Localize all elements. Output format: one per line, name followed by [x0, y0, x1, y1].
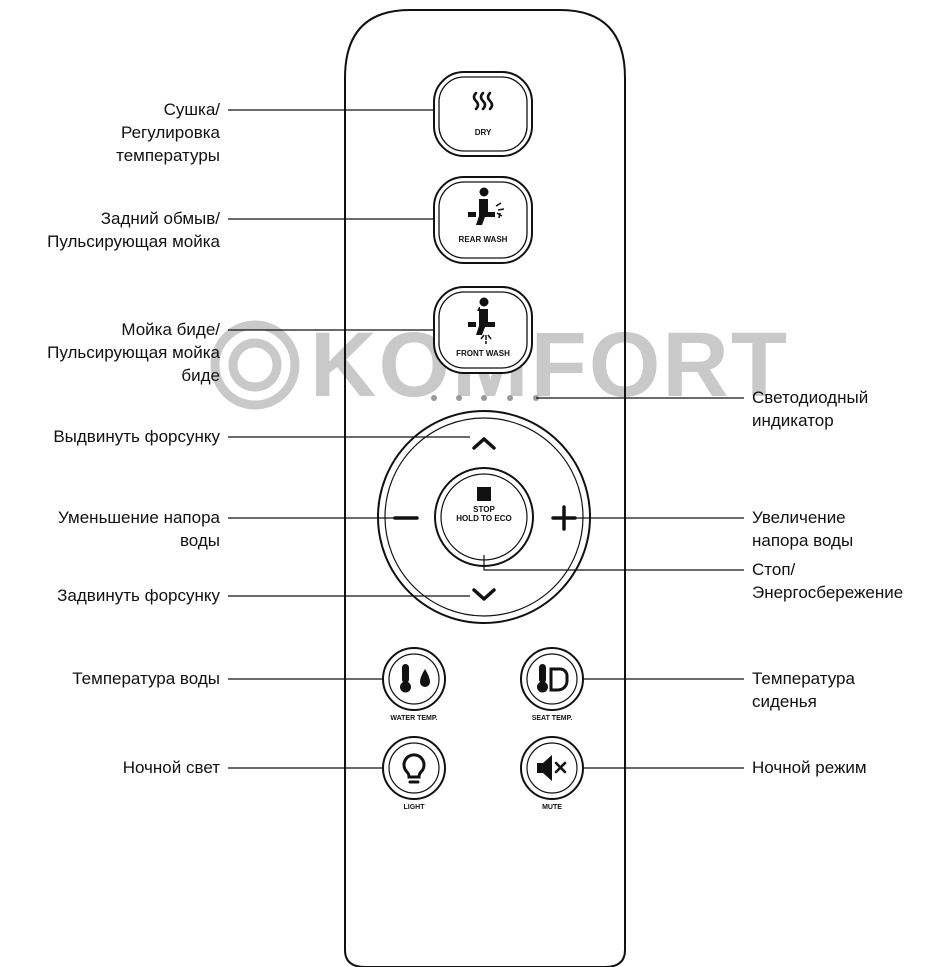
plus-icon	[551, 505, 577, 531]
label-pressure-up: Увеличение напора воды	[752, 506, 853, 552]
speaker-mute-icon	[537, 755, 567, 781]
led-dot	[456, 395, 462, 401]
front-wash-button[interactable]	[433, 286, 533, 374]
rear-wash-caption: REAR WASH	[458, 235, 508, 244]
dry-button[interactable]	[433, 71, 533, 157]
nozzle-out-button[interactable]	[472, 437, 496, 450]
hold-to-eco-caption: HOLD TO ECO	[456, 514, 512, 523]
label-line: напора воды	[752, 531, 854, 550]
label-rear-wash: Задний обмыв/ Пульсирующая мойка	[47, 207, 220, 253]
thermometer-seat-icon	[537, 664, 569, 693]
label-line: Задвинуть форсунку	[57, 586, 220, 605]
front-wash-person-icon	[468, 297, 495, 344]
label-line: Уменьшение напора	[58, 508, 220, 527]
label-line: Температура	[752, 669, 855, 688]
label-seat-temp: Температура сиденья	[752, 667, 855, 713]
watermark-ring-icon	[210, 320, 300, 410]
led-dot	[507, 395, 513, 401]
label-dry: Сушка/ Регулировка температуры	[116, 98, 220, 167]
label-line: воды	[179, 531, 220, 550]
label-line: Ночной режим	[752, 758, 867, 777]
front-wash-caption: FRONT WASH	[456, 349, 510, 358]
stop-square-icon	[477, 487, 491, 501]
mute-caption: MUTE	[542, 804, 562, 811]
rear-wash-button[interactable]	[433, 176, 533, 264]
label-line: Энергосбережение	[752, 583, 904, 602]
light-button[interactable]	[382, 736, 446, 800]
stop-caption: STOP	[473, 505, 495, 514]
label-nozzle-out: Выдвинуть форсунку	[53, 425, 220, 448]
chevron-up-icon	[472, 437, 496, 450]
heat-waves-icon	[472, 91, 494, 111]
label-line: Увеличение	[752, 508, 846, 527]
label-line: биде	[181, 366, 220, 385]
label-light: Ночной свет	[123, 756, 220, 779]
thermometer-drop-icon	[400, 664, 430, 693]
label-water-temp: Температура воды	[72, 667, 220, 690]
lightbulb-icon	[402, 753, 426, 784]
leader-lines	[228, 109, 744, 769]
chevron-down-icon	[472, 588, 496, 601]
label-stop: Стоп/ Энергосбережение	[752, 558, 903, 604]
seat-temp-caption: SEAT TEMP.	[531, 715, 573, 722]
label-mute: Ночной режим	[752, 756, 867, 779]
remote-body	[344, 9, 626, 967]
nozzle-in-button[interactable]	[472, 588, 496, 601]
led-indicator	[431, 395, 539, 401]
mute-button[interactable]	[520, 736, 584, 800]
label-line: Стоп/	[752, 560, 796, 579]
label-line: Выдвинуть форсунку	[53, 427, 220, 446]
pressure-up-button[interactable]	[551, 505, 577, 531]
led-dot	[481, 395, 487, 401]
light-caption: LIGHT	[403, 804, 425, 811]
label-line: Светодиодный	[752, 388, 869, 407]
label-led: Светодиодный индикатор	[752, 386, 868, 432]
led-dot	[431, 395, 437, 401]
label-line: Пульсирующая мойка	[47, 232, 220, 251]
label-nozzle-in: Задвинуть форсунку	[57, 584, 220, 607]
seat-temp-button[interactable]	[520, 647, 584, 711]
label-line: Пульсирующая мойка	[47, 343, 220, 362]
label-line: индикатор	[752, 411, 834, 430]
dry-caption: DRY	[474, 128, 492, 137]
label-line: Сушка/	[163, 100, 220, 119]
rear-wash-person-icon	[468, 187, 505, 225]
stop-button[interactable]	[434, 467, 534, 567]
leader-stop	[483, 555, 744, 571]
label-line: Ночной свет	[122, 758, 220, 777]
label-front-wash: Мойка биде/ Пульсирующая мойка биде	[47, 318, 220, 387]
label-line: температуры	[116, 146, 220, 165]
label-line: сиденья	[752, 692, 817, 711]
label-line: Температура воды	[72, 669, 220, 688]
label-pressure-down: Уменьшение напора воды	[58, 506, 220, 552]
label-line: Задний обмыв/	[100, 209, 220, 228]
water-temp-button[interactable]	[382, 647, 446, 711]
label-line: Мойка биде/	[121, 320, 220, 339]
water-temp-caption: WATER TEMP.	[390, 715, 438, 722]
label-line: Регулировка	[121, 123, 220, 142]
